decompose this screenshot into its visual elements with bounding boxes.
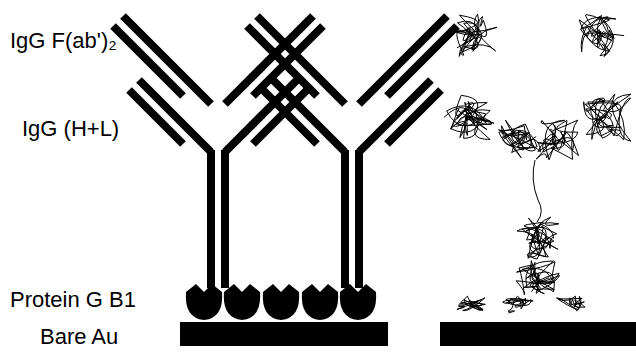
- chain-bar: [359, 16, 447, 104]
- protein-g-domain: [224, 284, 260, 320]
- protein-g-domain: [302, 284, 338, 320]
- ribbon-texture: [579, 15, 624, 57]
- ribbon-texture: [536, 120, 578, 160]
- chain-bar: [387, 26, 457, 96]
- ribbon-texture: [499, 120, 541, 158]
- ribbon-texture: [517, 217, 559, 259]
- chain-bar: [123, 16, 211, 104]
- row-label: IgG (H+L): [22, 118, 119, 140]
- ribbon-texture: [556, 296, 585, 311]
- chain-bar: [355, 150, 363, 288]
- chain-bar: [221, 150, 229, 288]
- ribbon-texture: [453, 14, 497, 56]
- chain-bar: [207, 150, 215, 288]
- chain-bar: [253, 26, 323, 96]
- gold-surface: [440, 322, 636, 346]
- chain-bar: [247, 26, 317, 96]
- chain-bar: [253, 90, 307, 144]
- ribbon-texture: [533, 160, 541, 222]
- protein-g-domain: [186, 284, 222, 320]
- schematic-antibodies: [113, 16, 457, 320]
- chain-bar: [341, 150, 349, 288]
- ribbon-texture: [503, 296, 533, 313]
- chain-bar: [263, 90, 317, 144]
- row-label: IgG F(ab')₂: [10, 30, 117, 52]
- chain-bar: [129, 90, 183, 144]
- chain-bar: [387, 90, 441, 144]
- ribbon-texture: [444, 95, 494, 139]
- row-label: Bare Au: [40, 326, 118, 348]
- chain-bar: [257, 16, 345, 104]
- ribbon-texture: [457, 296, 486, 310]
- ribbon-texture: [584, 94, 631, 141]
- protein-g-domain: [340, 284, 376, 320]
- gold-surface: [180, 322, 388, 346]
- row-label: Protein G B1: [10, 289, 136, 311]
- ribbon-texture: [516, 261, 559, 295]
- chain-bar: [113, 26, 183, 96]
- protein-g-domain: [263, 284, 299, 320]
- ribbon-structures: [444, 14, 631, 313]
